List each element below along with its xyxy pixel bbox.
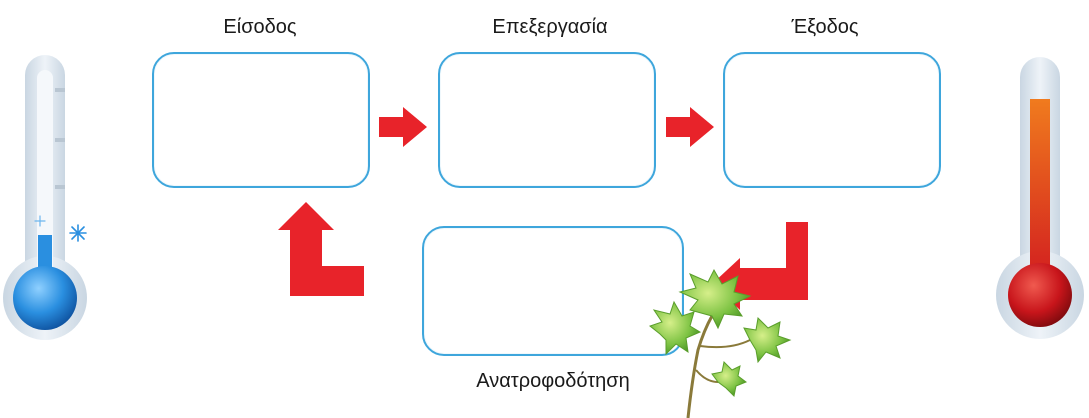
feedback-to-input-arrow-icon: [278, 202, 364, 296]
input-box: [152, 52, 370, 188]
leaf-icon: [648, 268, 792, 418]
output-box: [723, 52, 941, 188]
output-label: Έξοδος: [791, 16, 859, 38]
processing-box: [438, 52, 656, 188]
hot-thermometer-icon: [996, 57, 1084, 339]
feedback-label: Ανατροφοδότηση: [476, 370, 630, 392]
cold-thermometer-icon: [3, 55, 87, 340]
processing-to-output-arrow-icon: [666, 107, 714, 147]
input-label: Είσοδος: [223, 16, 297, 38]
input-to-processing-arrow-icon: [379, 107, 427, 147]
processing-label: Επεξεργασία: [492, 16, 608, 38]
snowflake-icon: [69, 224, 87, 242]
output-to-feedback-arrow-icon: [712, 222, 808, 310]
feedback-box: [422, 226, 684, 356]
